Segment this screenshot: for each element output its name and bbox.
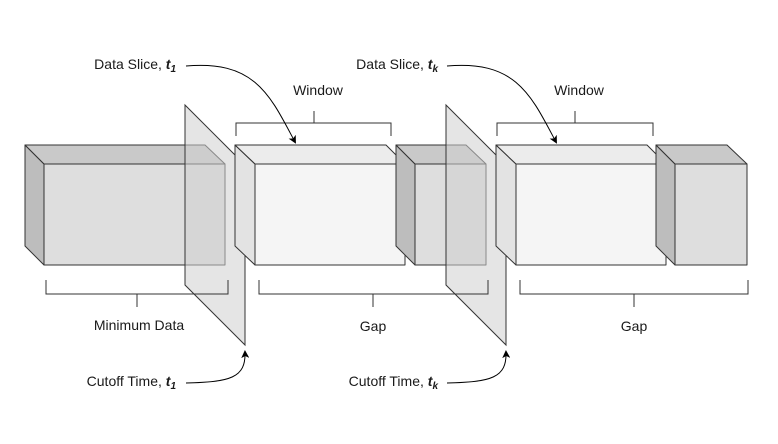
gap-label-1: Gap: [360, 318, 387, 334]
minimum-data-label: Minimum Data: [94, 317, 184, 333]
cutoff-t1-arrow: [185, 350, 250, 384]
data-slice-tk-label: Data Slice, tk: [356, 56, 438, 75]
cutoff-plane-1: [184, 103, 246, 347]
window-label-1: Window: [293, 82, 344, 98]
window-block-k: [495, 144, 667, 266]
gap-bracket-1: [258, 280, 489, 307]
window-bracket-k: [496, 111, 654, 136]
window-bracket-1: [235, 111, 392, 136]
cutoff-t1-label: Cutoff Time, t1: [87, 373, 177, 392]
minimum-data-bracket: [45, 280, 229, 307]
cutoff-tk-label: Cutoff Time, tk: [349, 373, 439, 392]
cutoff-tk-arrow: [446, 350, 511, 384]
window-block-1: [234, 144, 406, 266]
data-slice-t1-label: Data Slice, t1: [94, 56, 176, 75]
data-slice-tk-arrow: [446, 64, 557, 144]
window-label-k: Window: [554, 82, 605, 98]
gap-label-k: Gap: [621, 318, 648, 334]
gap-block-k: [655, 144, 748, 266]
data-slice-t1-arrow: [185, 64, 296, 144]
cutoff-plane-k: [445, 103, 507, 347]
gap-bracket-k: [519, 280, 749, 307]
